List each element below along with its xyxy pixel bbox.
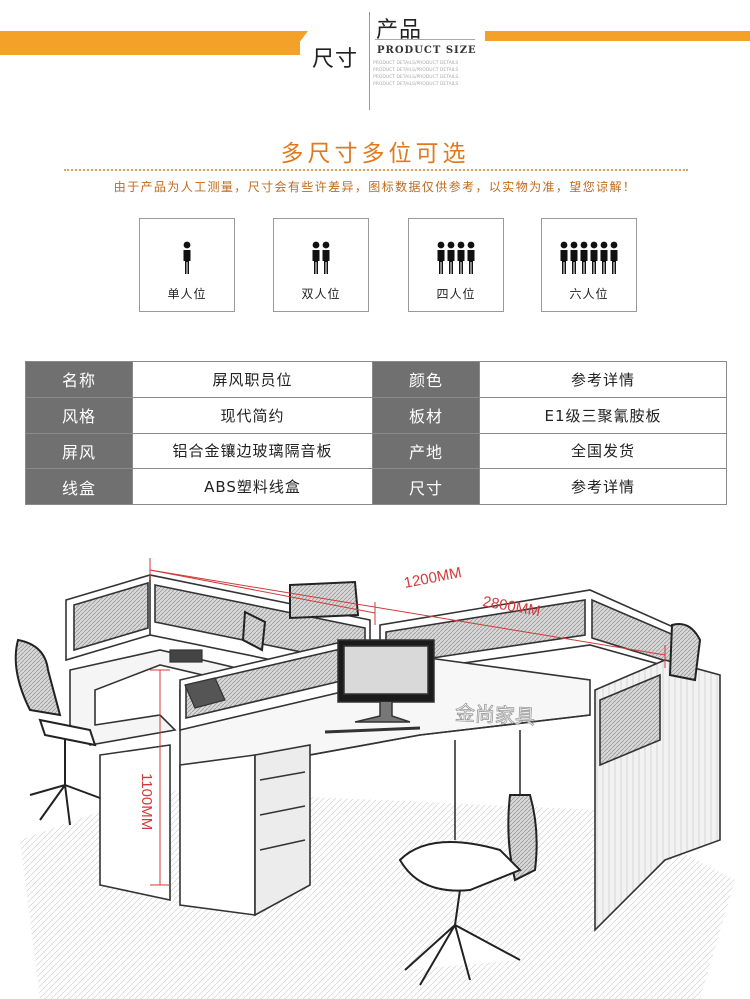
table-row: 风格 现代简约 板材 E1级三聚氰胺板 [25,396,727,434]
person-icon [580,241,588,274]
table-row: 线盒 ABS塑料线盒 尺寸 参考详情 [25,468,727,505]
office-chair-left [14,638,101,826]
person-icon [590,241,598,274]
dimension-lines [149,558,666,886]
seat-option-label: 六人位 [569,287,609,301]
watermark-text: 金尚家具 [454,701,535,729]
office-chair-back-right [289,580,702,682]
office-chair-front [398,794,538,986]
seat-option-six: 六人位 [541,218,637,312]
header-title-line2: 尺寸 [312,47,359,72]
seat-option-four: 四人位 [408,218,504,312]
seat-option-single: 单人位 [139,218,235,312]
spec-value: 全国发货 [479,432,727,470]
dotted-divider [64,169,688,171]
header-fine-print: PRODUCT DETAILS/PRODUCT DETAILS PRODUCT … [373,60,473,88]
header-accent-bar-right [485,31,750,41]
people-icon-group [140,241,234,281]
spec-value: 参考详情 [479,361,727,398]
person-icon [467,241,475,274]
people-icon-group [274,241,368,281]
spec-key: 风格 [25,396,133,434]
spec-key: 产地 [372,432,480,470]
office-chair-back-left [241,610,267,652]
spec-value: 屏风职员位 [132,361,373,398]
monitor-icon [324,639,435,734]
fine-print-line: PRODUCT DETAILS/PRODUCT DETAILS [373,61,459,66]
person-icon [560,241,568,274]
header-divider-horizontal [375,39,475,40]
spec-value: 现代简约 [132,396,373,434]
person-icon [312,241,320,274]
seat-option-double: 双人位 [273,218,369,312]
spec-key: 板材 [372,396,480,434]
seat-option-label: 双人位 [301,287,341,301]
desk-accessories [169,649,226,709]
header-title-line1: 产品 [376,18,423,43]
spec-key: 尺寸 [372,468,480,505]
spec-key: 屏风 [25,432,133,470]
person-icon [322,241,330,274]
header-accent-notch [290,31,308,55]
person-icon [570,241,578,274]
seat-option-label: 四人位 [436,287,476,301]
dimension-label-height: 1100MM [138,773,155,830]
spec-table: 名称 屏风职员位 颜色 参考详情 风格 现代简约 板材 E1级三聚氰胺板 屏风 … [25,361,727,505]
fine-print-line: PRODUCT DETAILS/PRODUCT DETAILS [373,82,459,87]
spec-key: 名称 [25,361,133,398]
dimension-label-width-a: 1200MM [403,564,464,592]
table-row: 名称 屏风职员位 颜色 参考详情 [25,361,727,398]
person-icon [457,241,465,274]
section-subtitle: 由于产品为人工测量，尺寸会有些许差异，图标数据仅供参考，以实物为准，望您谅解！ [113,180,637,194]
spec-value: ABS塑料线盒 [132,468,373,505]
person-icon [610,241,618,274]
header-accent-bar-left [0,31,300,55]
people-icon-group [409,241,503,281]
person-icon [437,241,445,274]
person-icon [183,241,191,274]
spec-value: E1级三聚氰胺板 [479,396,727,434]
person-icon [600,241,608,274]
workstation-illustration: 金尚家具 1200MM 2800MM 1100MM [14,558,735,999]
spec-value: 铝合金镶边玻璃隔音板 [132,432,373,470]
spec-key: 颜色 [372,361,480,398]
people-icon-group [542,241,636,281]
header-title-english: PRODUCT SIZE [377,45,477,56]
desk-structure [65,574,721,932]
seat-option-label: 单人位 [167,287,207,301]
table-row: 屏风 铝合金镶边玻璃隔音板 产地 全国发货 [25,432,727,470]
header-divider-vertical [369,12,370,110]
spec-value: 参考详情 [479,468,727,505]
fine-print-line: PRODUCT DETAILS/PRODUCT DETAILS [373,75,459,80]
section-title: 多尺寸多位可选 [280,141,470,167]
spec-key: 线盒 [25,468,133,505]
fine-print-line: PRODUCT DETAILS/PRODUCT DETAILS [373,68,459,73]
person-icon [447,241,455,274]
